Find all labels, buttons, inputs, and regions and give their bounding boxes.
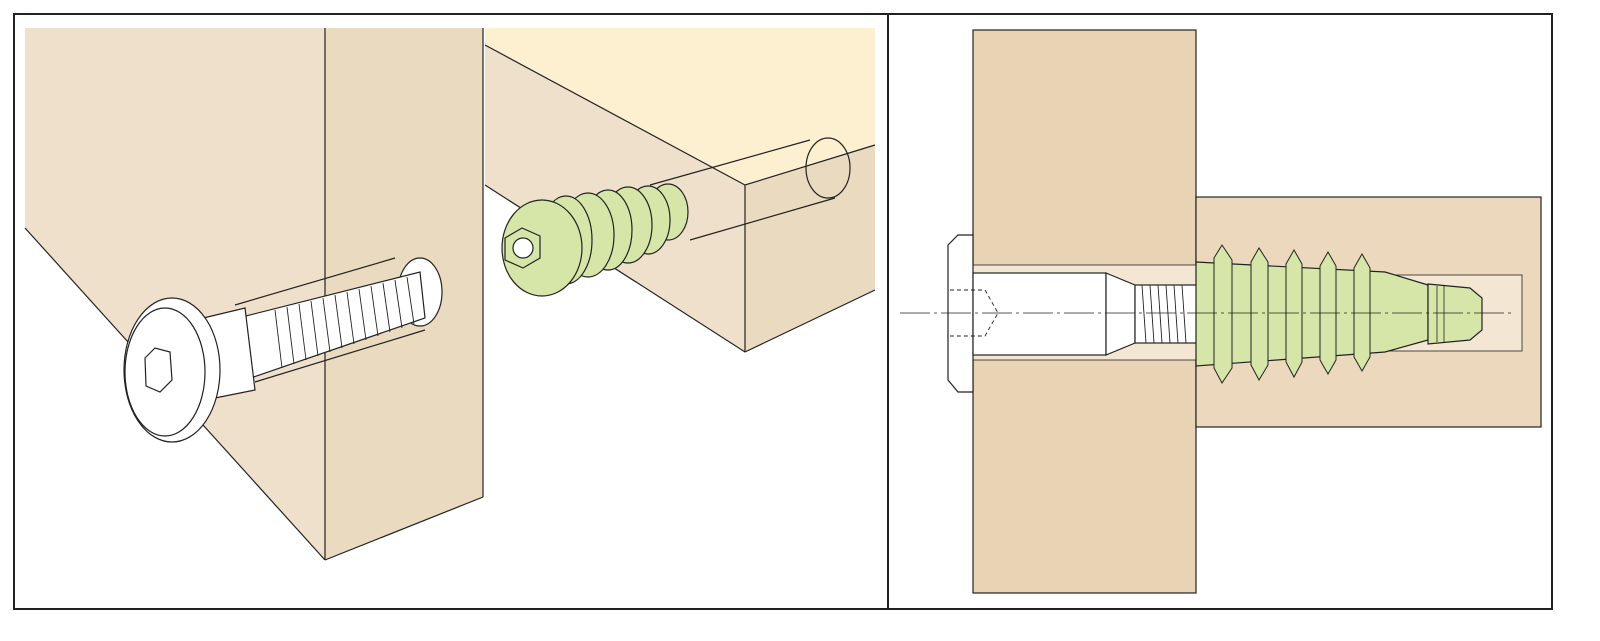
rail-hole [805,137,851,199]
wood-rail-top [485,28,875,185]
wood-block-side [25,28,325,560]
cross-section-view [900,29,1542,594]
connector-bolt [123,257,443,443]
isometric-view [24,28,876,561]
hex-socket-icon [144,347,173,393]
insert-nut [501,183,689,297]
wood-rail-end [745,145,875,352]
bolt-section [947,234,1198,393]
insert-section [1195,244,1483,384]
hex-socket-hidden-lines [950,289,999,337]
